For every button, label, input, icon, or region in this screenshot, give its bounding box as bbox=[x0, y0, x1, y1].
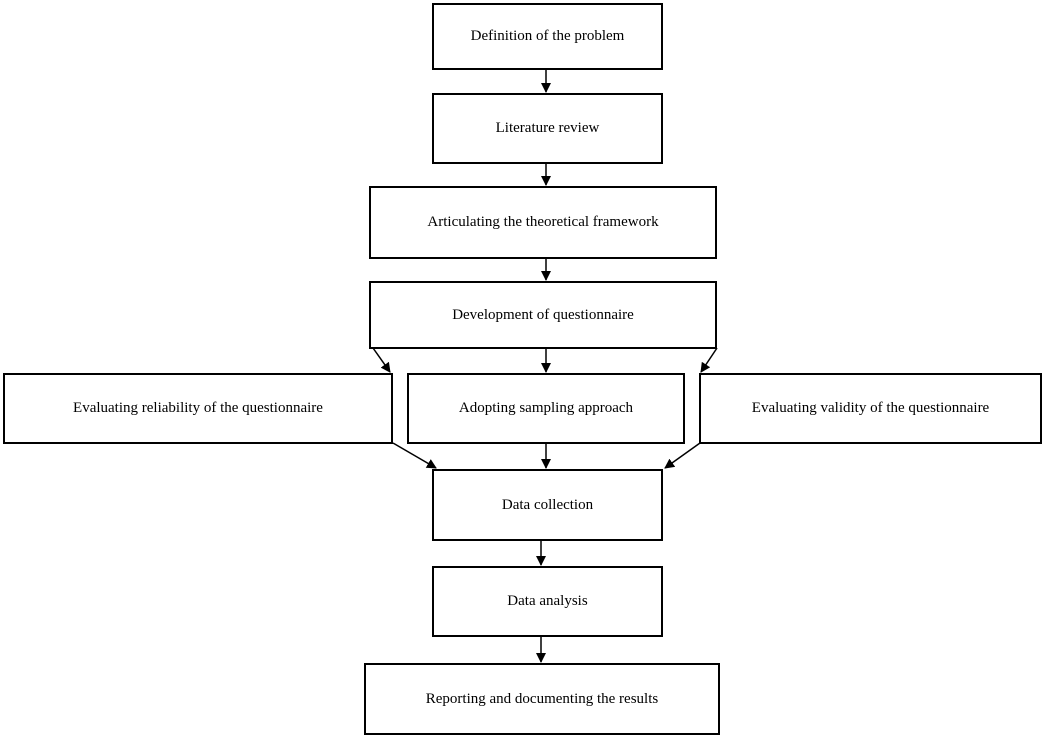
step-theoretical-framework: Articulating the theoretical framework bbox=[369, 186, 717, 259]
arrow-reliability-to-collection bbox=[392, 442, 437, 469]
step-literature-review: Literature review bbox=[432, 93, 663, 164]
step-data-collection: Data collection bbox=[432, 469, 663, 541]
step-reporting-label: Reporting and documenting the results bbox=[425, 690, 659, 707]
step-sampling-label: Adopting sampling approach bbox=[458, 400, 634, 416]
step-validity-evaluation: Evaluating validity of the questionnaire bbox=[699, 373, 1042, 444]
step-definition-of-problem: Definition of the problem bbox=[432, 3, 663, 70]
step-literature-label: Literature review bbox=[495, 120, 600, 136]
step-reliability-evaluation: Evaluating reliability of the questionna… bbox=[3, 373, 393, 444]
step-collection-label: Data collection bbox=[501, 496, 594, 513]
step-reliability-label: Evaluating reliability of the questionna… bbox=[73, 400, 323, 416]
arrow-questionnaire-to-reliability bbox=[372, 347, 391, 373]
step-definition-label: Definition of the problem bbox=[470, 28, 625, 44]
step-analysis-label: Data analysis bbox=[507, 593, 588, 609]
step-validity-label: Evaluating validity of the questionnaire bbox=[751, 400, 990, 416]
step-reporting-results: Reporting and documenting the results bbox=[364, 663, 720, 735]
arrow-questionnaire-to-validity bbox=[700, 347, 718, 373]
step-framework-label: Articulating the theoretical framework bbox=[427, 214, 659, 230]
step-data-analysis: Data analysis bbox=[432, 566, 663, 637]
step-sampling-approach: Adopting sampling approach bbox=[407, 373, 685, 444]
step-questionnaire-development: Development of questionnaire bbox=[369, 281, 717, 349]
arrow-validity-to-collection bbox=[664, 442, 701, 469]
step-questionnaire-label: Development of questionnaire bbox=[452, 306, 634, 323]
